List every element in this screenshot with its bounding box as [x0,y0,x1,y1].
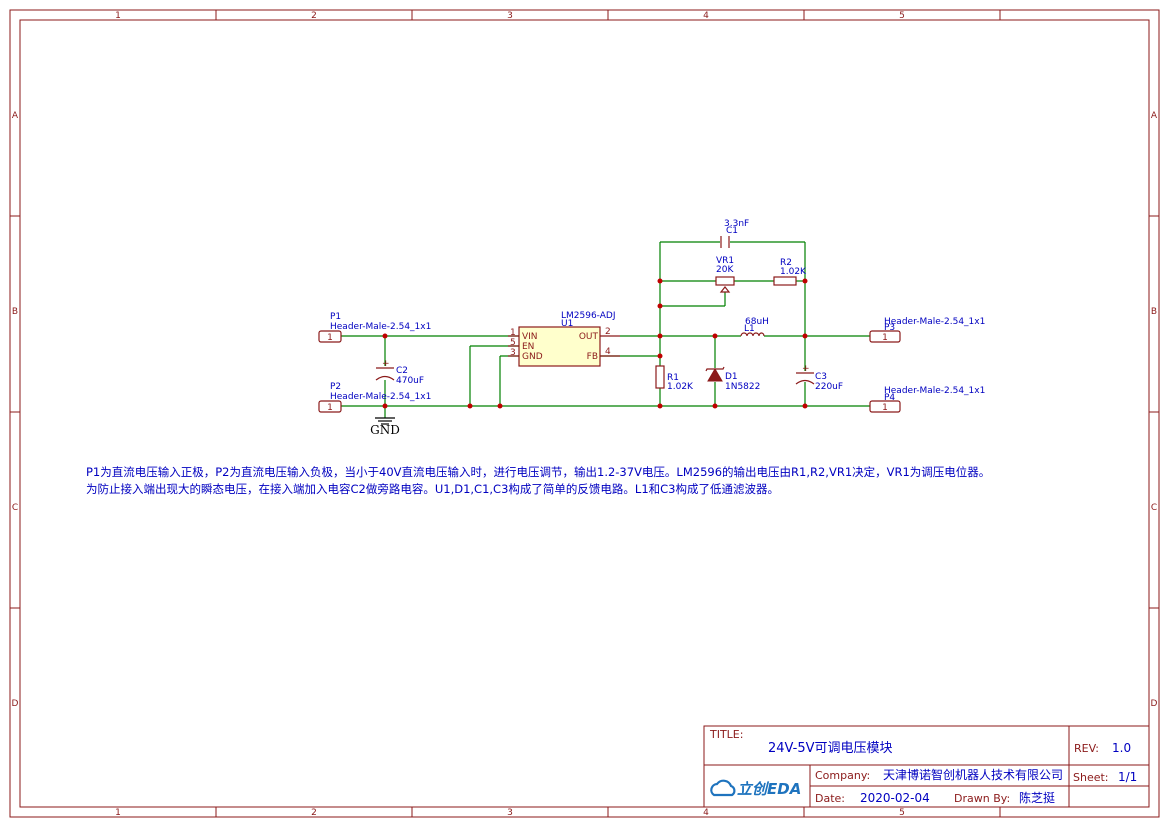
note-line-2: 为防止接入端出现大的瞬态电压，在接入端加入电容C2做旁路电容。U1,D1,C1,… [86,482,779,496]
d1-ref: D1 [725,372,738,382]
l1-ref: L1 [744,324,755,334]
r1-value: 1.02K [667,382,694,392]
c3-value: 220uF [815,382,843,392]
row-label-right: D [1151,699,1158,709]
cloud-icon [710,779,736,797]
l1-value: 68uH [745,317,769,327]
u1-pin-fb: FB [587,352,598,362]
resistor-r1[interactable]: R1 1.02K [655,365,694,392]
header-p4[interactable]: 1 Header-Male-2.54_1x1 P4 [869,386,985,413]
u1-pin-number-3: 3 [510,348,516,358]
row-label-left: D [12,699,19,709]
p2-ref: P2 [330,382,341,392]
r2-value: 1.02K [780,267,807,277]
row-label-left: C [12,503,18,513]
d1-value: 1N5822 [725,382,760,392]
col-label-bottom: 4 [703,808,709,818]
sheet-border: 1 2 3 4 5 1 2 3 4 5 A B C D A B C D [9,9,1160,818]
inductor-l1[interactable]: 68uH L1 [740,317,769,337]
row-label-right: A [1151,111,1158,121]
date-value: 2020-02-04 [860,791,930,805]
company-value: 天津博诺智创机器人技术有限公司 [883,767,1063,782]
header-p1[interactable]: 1 P1 Header-Male-2.54_1x1 [318,312,431,343]
c3-plus: + [802,364,810,374]
p1-ref: P1 [330,312,341,322]
p1-value: Header-Male-2.54_1x1 [330,322,431,332]
c3-ref: C3 [815,372,827,382]
note-line-1: P1为直流电压输入正极，P2为直流电压输入负极，当小于40V直流电压输入时，进行… [86,465,990,479]
drawn-by-value: 陈芝挺 [1019,790,1055,805]
col-label-top: 1 [115,11,121,21]
u1-pin-out: OUT [579,332,599,342]
row-label-right: C [1151,503,1157,513]
lceda-logo: 立创EDA [710,779,801,798]
sheet-label: Sheet: [1073,771,1109,784]
c1-ref: C1 [726,226,738,236]
u1-ref: U1 [561,319,573,329]
col-label-top: 4 [703,11,709,21]
p4-ref: P4 [884,393,895,403]
col-label-top: 5 [899,11,905,21]
col-label-top: 2 [311,11,317,21]
u1-pin-gnd: GND [522,352,543,362]
col-label-bottom: 5 [899,808,905,818]
u1-pin-number-2: 2 [605,327,611,337]
r2-ref: R2 [780,258,792,268]
logo-text: 立创EDA [737,780,801,798]
c2-ref: C2 [396,366,408,376]
junctions [382,278,808,409]
title-label: TITLE: [709,728,743,741]
c2-value: 470uF [396,376,424,386]
c2-plus: + [382,359,390,369]
capacitor-c2[interactable]: + C2 470uF [375,359,424,386]
drawn-by-label: Drawn By: [954,792,1010,805]
col-label-bottom: 1 [115,808,121,818]
rev-label: REV: [1074,742,1099,755]
p3-value: Header-Male-2.54_1x1 [884,317,985,327]
capacitor-c1[interactable]: 3.3nF C1 [720,219,749,248]
row-label-right: B [1151,307,1157,317]
sheet-value: 1/1 [1118,770,1137,784]
gnd-label: GND [370,423,400,437]
potentiometer-vr1[interactable]: VR1 20K [715,256,735,293]
u1-pin-number-1: 1 [510,328,516,338]
p1-pin-number: 1 [327,333,333,343]
col-label-bottom: 3 [507,808,513,818]
company-label: Company: [815,769,870,782]
p3-pin-number: 1 [882,333,888,343]
row-label-left: A [12,111,19,121]
resistor-r2[interactable]: R2 1.02K [773,258,807,286]
p4-pin-number: 1 [882,403,888,413]
col-label-bottom: 2 [311,808,317,818]
u1-value: LM2596-ADJ [561,311,615,321]
u1-pin-vin: VIN [522,332,538,342]
ic-u1[interactable]: LM2596-ADJ U1 VIN EN GND OUT FB 1 5 3 2 … [508,311,620,367]
ground-symbol: GND [370,417,400,437]
vr1-ref: VR1 [716,256,734,266]
u1-pin-en: EN [522,342,534,352]
row-label-left: B [12,307,18,317]
header-p3[interactable]: 1 Header-Male-2.54_1x1 P3 [869,317,985,343]
title-block: TITLE: 24V-5V可调电压模块 REV: 1.0 Company: 天津… [703,725,1150,808]
sheet-title: 24V-5V可调电压模块 [768,741,893,756]
col-label-top: 3 [507,11,513,21]
p2-value: Header-Male-2.54_1x1 [330,392,431,402]
p4-value: Header-Male-2.54_1x1 [884,386,985,396]
vr1-value: 20K [716,265,734,275]
c1-value: 3.3nF [724,219,749,229]
r1-ref: R1 [667,373,679,383]
u1-pin-number-5: 5 [510,338,516,348]
diode-d1[interactable]: D1 1N5822 [705,366,760,392]
p3-ref: P3 [884,323,895,333]
rev-value: 1.0 [1112,741,1131,755]
date-label: Date: [815,792,845,805]
capacitor-c3[interactable]: + C3 220uF [795,364,843,392]
u1-pin-number-4: 4 [605,347,611,357]
p2-pin-number: 1 [327,403,333,413]
header-p2[interactable]: 1 P2 Header-Male-2.54_1x1 [318,382,431,413]
